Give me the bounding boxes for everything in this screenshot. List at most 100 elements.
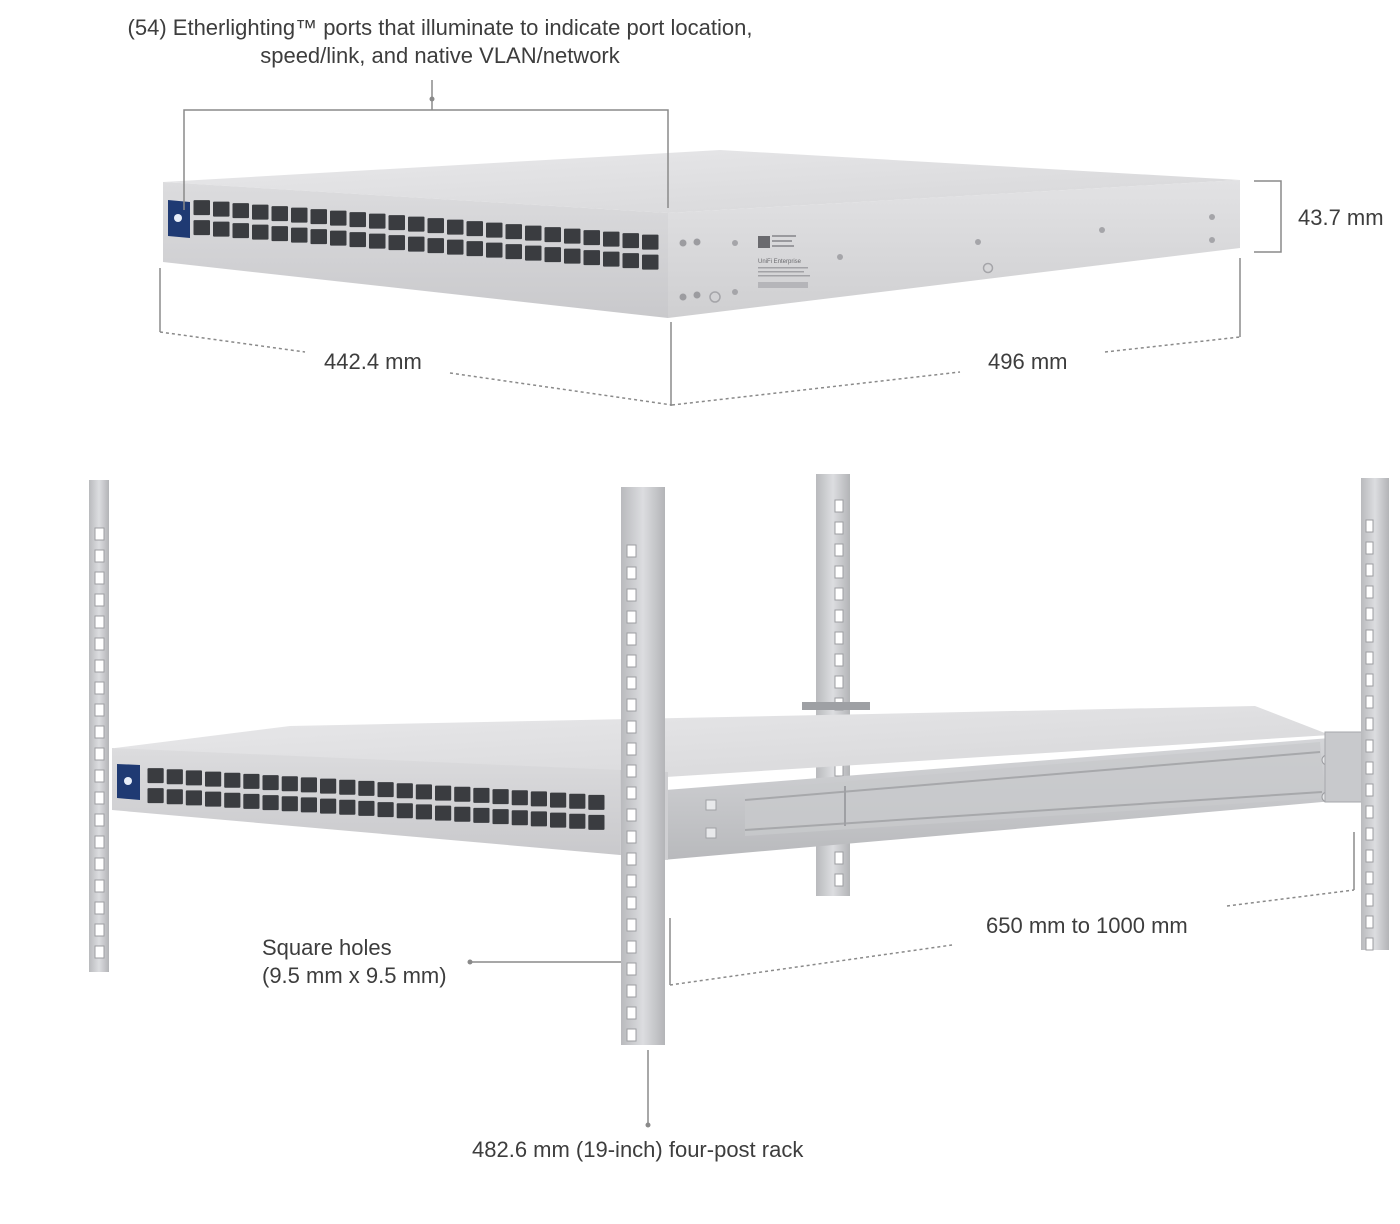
sfp-port: [583, 230, 600, 246]
sfp-port: [193, 200, 210, 216]
sfp-port: [339, 779, 356, 795]
sfp-port: [505, 244, 522, 260]
sfp-port: [166, 769, 183, 785]
sfp-port: [243, 793, 260, 809]
square-hole: [1365, 871, 1374, 885]
sfp-port: [271, 226, 288, 242]
square-hole: [626, 764, 637, 778]
sfp-port: [473, 787, 490, 803]
sfp-port: [427, 218, 444, 234]
sfp-port: [213, 201, 230, 217]
square-hole: [94, 681, 105, 695]
square-hole: [834, 675, 844, 689]
square-hole: [834, 587, 844, 601]
sfp-port: [377, 802, 394, 818]
switch-top-view: UniFi Enterprise: [163, 150, 1240, 318]
square-hole: [834, 609, 844, 623]
sfp-port: [408, 216, 425, 232]
square-hole: [626, 1028, 637, 1042]
square-hole: [834, 565, 844, 579]
sfp-port: [622, 253, 639, 269]
square-hole: [94, 747, 105, 761]
square-hole: [94, 901, 105, 915]
sfp-port: [205, 771, 222, 787]
square-hole: [626, 940, 637, 954]
sfp-port: [427, 238, 444, 254]
sfp-port: [544, 227, 561, 243]
sfp-port: [205, 791, 222, 807]
square-hole: [1365, 937, 1374, 951]
square-hole: [626, 676, 637, 690]
square-hole: [626, 610, 637, 624]
sfp-port: [466, 221, 483, 237]
sfp-port: [310, 209, 327, 225]
sfp-port: [232, 223, 249, 239]
square-hole: [94, 659, 105, 673]
square-hole: [626, 742, 637, 756]
square-hole: [94, 593, 105, 607]
square-hole: [834, 873, 844, 887]
square-hole: [834, 521, 844, 535]
sfp-port: [193, 220, 210, 236]
square-hole: [1365, 761, 1374, 775]
sfp-port: [224, 792, 241, 808]
sfp-port: [330, 210, 347, 226]
sfp-port: [185, 790, 202, 806]
product-brand-text: UniFi Enterprise: [758, 259, 802, 265]
square-hole: [626, 830, 637, 844]
square-hole: [94, 549, 105, 563]
sfp-port: [271, 206, 288, 222]
sfp-port: [603, 251, 620, 267]
rack-assembly: [89, 474, 1389, 1045]
height-dimension-label: 43.7 mm: [1298, 205, 1384, 230]
square-hole: [94, 879, 105, 893]
square-hole: [94, 703, 105, 717]
square-hole: [626, 720, 637, 734]
sfp-port: [349, 232, 366, 248]
square-hole: [626, 962, 637, 976]
sfp-port: [588, 814, 605, 830]
depth-dimension-label: 496 mm: [988, 349, 1068, 374]
square-hole: [1365, 717, 1374, 731]
sfp-port: [466, 241, 483, 257]
sfp-port: [291, 207, 308, 223]
top-dimension-lines: [159, 80, 1282, 406]
square-hole: [1365, 519, 1374, 533]
sfp-port: [252, 204, 269, 220]
square-hole: [1365, 695, 1374, 709]
rack-post-front-left: [89, 480, 109, 972]
square-hole: [1365, 651, 1374, 665]
sfp-port: [564, 228, 581, 244]
sfp-port: [569, 793, 586, 809]
sfp-port: [473, 807, 490, 823]
sfp-port: [511, 810, 528, 826]
square-hole: [626, 896, 637, 910]
square-hole: [94, 571, 105, 585]
square-hole: [626, 698, 637, 712]
square-hole: [94, 835, 105, 849]
sfp-port: [320, 778, 337, 794]
square-hole: [94, 637, 105, 651]
square-hole: [94, 769, 105, 783]
sfp-port: [232, 203, 249, 219]
square-hole: [94, 813, 105, 827]
sfp-port: [435, 785, 452, 801]
switch-top-surface: [163, 150, 1240, 213]
square-hole: [1365, 629, 1374, 643]
rail-depth-label: 650 mm to 1000 mm: [986, 913, 1188, 938]
square-hole: [626, 566, 637, 580]
sfp-port: [505, 224, 522, 240]
rack-post-rear-right: [1361, 478, 1389, 951]
square-hole: [1365, 739, 1374, 753]
square-hole: [1365, 827, 1374, 841]
sfp-port: [415, 784, 432, 800]
width-dimension-label: 442.4 mm: [324, 349, 422, 374]
square-hole: [626, 918, 637, 932]
square-hole: [94, 791, 105, 805]
square-hole: [1365, 541, 1374, 555]
sfp-port: [358, 780, 375, 796]
square-hole: [626, 544, 637, 558]
sfp-port: [396, 803, 413, 819]
